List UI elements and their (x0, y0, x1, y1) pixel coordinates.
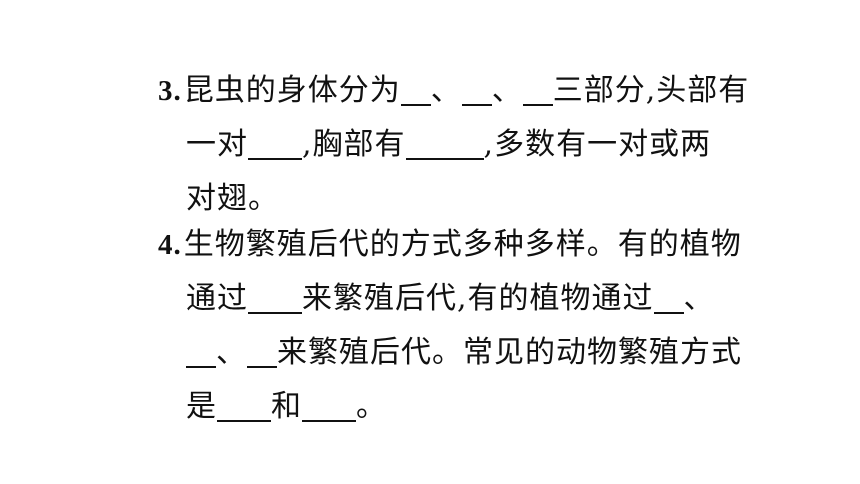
q3-text: 对翅。 (186, 181, 279, 216)
q3-text: ,多数有一对或两 (483, 127, 712, 162)
q3-text: 昆虫的身体分为 (183, 73, 401, 108)
q4-blank-3[interactable] (186, 332, 216, 368)
q4-text: 。 (356, 389, 387, 424)
q3-blank-4[interactable] (248, 124, 302, 160)
q4-line-2: 通过 来繁殖后代,有的植物通过、 (158, 272, 738, 326)
q4-blank-2[interactable] (653, 278, 684, 314)
q3-blank-3[interactable] (522, 70, 553, 106)
q4-line-3: 、来繁殖后代。常见的动物繁殖方式 (158, 326, 741, 380)
q4-text: 是 (186, 389, 217, 424)
q4-text: 通过 (186, 281, 248, 316)
q4-blank-5[interactable] (217, 386, 271, 422)
q4-blank-4[interactable] (247, 332, 277, 368)
q3-text: ,胸部有 (302, 127, 406, 162)
q3-sep: 、 (491, 73, 523, 108)
q4-sep: 、 (683, 281, 715, 316)
q4-sep: 、 (216, 335, 247, 370)
q3-text: 三部分,头部有 (552, 73, 750, 108)
q3-blank-2[interactable] (461, 70, 492, 106)
q4-text: 和 (271, 389, 302, 424)
q3-blank-1[interactable] (400, 70, 431, 106)
q4-blank-1[interactable] (248, 278, 302, 314)
q3-line-3: 对翅。 (158, 172, 738, 226)
q3-blank-5[interactable] (405, 124, 484, 160)
q3-line-1: 3.昆虫的身体分为、、三部分,头部有 (158, 64, 748, 118)
question-3: 3.昆虫的身体分为、、三部分,头部有 一对,胸部有,多数有一对或两 对翅。 (158, 64, 748, 226)
q4-line-4: 是 和 。 (158, 380, 738, 434)
question-4: 4.生物繁殖后代的方式多种多样。有的植物 通过来繁殖后代,有的植物通过、 、来繁… (158, 218, 741, 434)
q4-line-1: 4.生物繁殖后代的方式多种多样。有的植物 (158, 218, 741, 272)
q3-sep: 、 (430, 73, 462, 108)
q4-text: 来繁殖后代。常见的动物繁殖方式 (277, 335, 742, 370)
q3-number: 3. (158, 75, 182, 107)
q3-text: 一对 (186, 127, 248, 162)
q4-text: 来繁殖后代,有的植物通过 (302, 281, 654, 316)
q4-number: 4. (158, 229, 182, 261)
q3-line-2: 一对 ,胸部有 ,多数有一对或两 (158, 118, 738, 172)
q4-text: 生物繁殖后代的方式多种多样。有的植物 (183, 227, 742, 262)
q4-blank-6[interactable] (302, 386, 356, 422)
